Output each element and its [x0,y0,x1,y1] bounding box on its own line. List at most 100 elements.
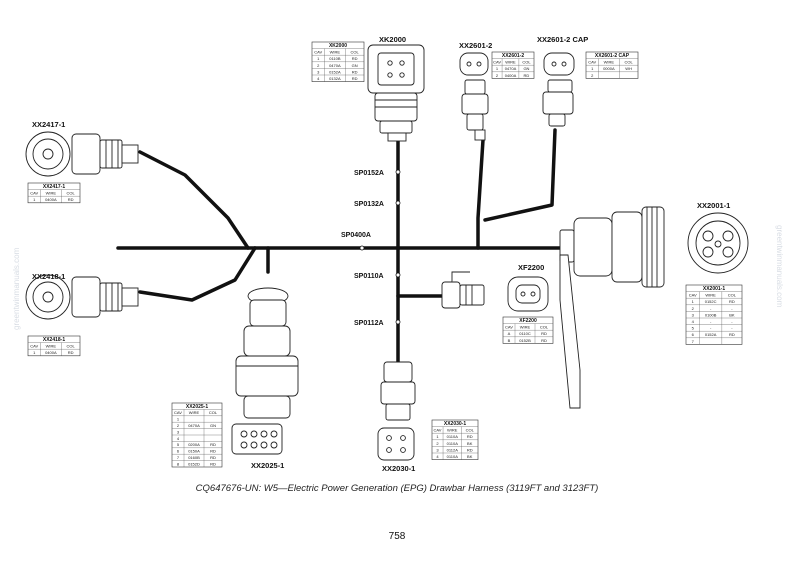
table-cell: 0470A [329,63,341,68]
splice-dot-sp0400a [359,245,365,251]
table-frame [685,284,743,345]
table-cell: - [731,319,733,324]
table-cell: 0132A [329,76,341,81]
xx2418-1-connector [25,274,139,320]
table-cell: 6 [692,332,695,337]
label-xx2418-1: XX2418-1 [32,272,65,281]
branch-xx2418-1 [138,246,257,302]
table-cell: RD [210,461,216,466]
table-cell: BK [467,441,473,446]
table-frame [27,182,81,204]
connector-drawings [25,44,749,461]
figure-caption: CQ647676-UN: W5—Electric Power Generatio… [195,483,599,494]
table-cell: 3 [177,429,180,434]
table-cell: 0152C [705,299,717,304]
table-cell: 2 [591,73,594,78]
splice-dot-sp0110a [395,272,401,278]
table-cell: 2 [177,423,180,428]
table-header-cell: COL [728,293,737,298]
table-cell: 0000A [603,66,615,71]
label-xx2417-1: XX2417-1 [32,120,65,129]
table-cell: - [710,306,712,311]
table-cell: 0152D [188,461,200,466]
table-cell: 4 [317,76,320,81]
table-cell: WH [625,66,632,71]
table-cell: 4 [177,436,180,441]
table-cell: RD [524,73,530,78]
table-cell: - [710,326,712,331]
table-header-cell: COL [466,428,475,433]
table-cell: 0160B [188,455,200,460]
table-header-cell: WIRE [46,191,57,196]
table-cell: 4 [436,454,439,459]
page-number: 758 [388,531,406,542]
table-header-cell: COL [540,325,549,330]
splice-points [359,169,401,325]
table-header-cell: COL [209,410,218,415]
splice-label-sp0400a: SP0400A [341,232,371,239]
table-cell: 0400A [45,197,57,202]
table-cell: 0400A [505,73,517,78]
table-cell: RD [352,76,358,81]
splice-dot-sp0152a [395,169,401,175]
table-header-cell: WIRE [705,293,716,298]
table-cell: 3 [317,69,320,74]
table-header-cell: COL [351,50,360,55]
table-cell: 0152B [519,338,531,343]
table-header-cell: CAV [588,60,596,65]
table-cell: BK [467,454,473,459]
table-cell: GN [352,63,358,68]
table-cell: 0152A [705,332,717,337]
table-cell: 5 [692,326,695,331]
table-header-cell: WIRE [189,410,200,415]
xx2417-1-connector [25,131,139,177]
table-header-cell: CAV [689,293,697,298]
table-cell: 3 [436,447,439,452]
table-cell: - [710,319,712,324]
table-cell: 1 [317,56,320,61]
watermark-right: greentwinmanuals.com [775,225,784,308]
table-cell: 0110A [447,441,459,446]
table-cell: 0470A [188,423,200,428]
xx2601-2-cap-connector [542,52,575,127]
label-xx2030-1: XX2030-1 [382,464,415,473]
table-title: XX2601-2 CAP [595,53,630,59]
table-cell: GN [210,423,216,428]
table-title: XX2601-2 [502,53,524,59]
table-header-cell: WIRE [447,428,458,433]
table-cell: RD [68,197,74,202]
table-cell: 6 [177,449,180,454]
table-cell: 1 [496,66,499,71]
table-header-cell: WIRE [330,50,341,55]
table-cell: 1 [436,434,439,439]
branch-xx2601-2-cap [483,128,557,222]
table-cell: 0110A [447,454,459,459]
table-header-cell: CAV [30,191,38,196]
label-xx2601-2-cap: XX2601-2 CAP [537,35,588,44]
table-title: XX2030-1 [444,421,466,427]
table-cell: RD [210,455,216,460]
table-cell: 0470A [505,66,517,71]
table-cell: 0110A [447,434,459,439]
table-cell: RD [210,449,216,454]
table-frame [27,335,81,357]
table-cell: RD [467,447,473,452]
table-cell: 1 [177,417,180,422]
table-header-cell: CAV [505,325,513,330]
label-xx2001-1: XX2001-1 [697,201,730,210]
table-cell: 5 [177,442,180,447]
table-cell: RD [68,350,74,355]
harness-wires [116,128,562,364]
table-cell: 2 [496,73,499,78]
table-cell: 8 [177,461,180,466]
table-cell: RD [541,338,547,343]
table-title: XX2418-1 [43,337,65,343]
xx2001-1-connector [559,206,749,288]
